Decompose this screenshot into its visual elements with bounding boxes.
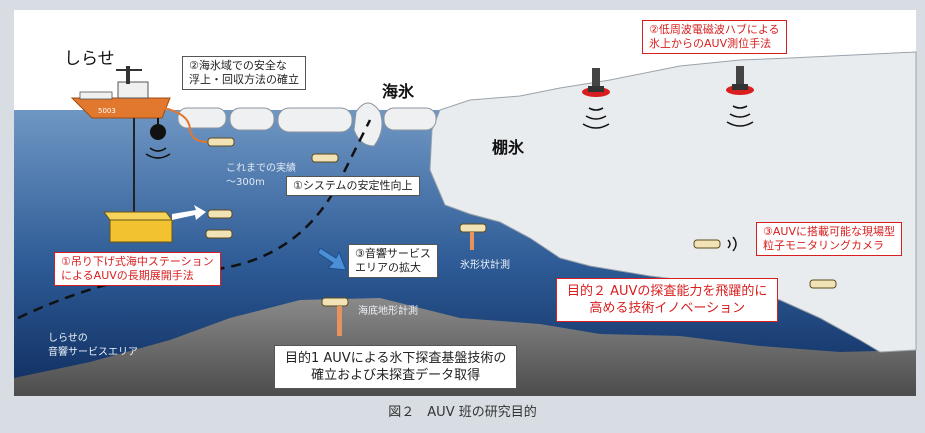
arrow-icon — [317, 247, 347, 271]
hull-number: 5003 — [98, 107, 116, 115]
particle-camera-box: ③AUVに搭載可能な現場型 粒子モニタリングカメラ — [756, 222, 902, 256]
em-positioning-box: ②低周波電磁波ハブによる 氷上からのAUV測位手法 — [642, 20, 787, 54]
service-area-label: しらせの 音響サービスエリア — [48, 333, 138, 358]
previous-range-label: これまでの実績 ～300m — [226, 163, 296, 188]
hanging-station-box: ①吊り下げ式海中ステーション によるAUVの長期展開手法 — [54, 252, 221, 286]
auv-icon — [207, 209, 233, 219]
ice-floe — [177, 107, 227, 129]
hub-icon — [582, 68, 610, 97]
acoustic-expand-box: ③音響サービス エリアの拡大 — [348, 244, 438, 278]
sea-ice-label: 海氷 — [382, 82, 415, 101]
goal1-box: 目的1 AUVによる氷下探査基盤技術の 確立および未探査データ取得 — [274, 345, 518, 389]
ice-shape-beam — [470, 232, 474, 250]
service-area-boundary — [17, 119, 372, 320]
seafloor-beam — [337, 306, 342, 336]
auv-icon — [459, 223, 487, 233]
auv-icon — [321, 297, 349, 307]
hub-icon — [726, 66, 754, 95]
signal-icon — [582, 107, 610, 129]
safe-recovery-box: ②海氷域での安全な 浮上・回収方法の確立 — [182, 56, 306, 90]
station-icon — [103, 211, 173, 243]
orange-cable — [163, 107, 209, 143]
signal-icon — [727, 236, 737, 252]
ship-name-label: しらせ — [64, 49, 115, 69]
ice-floe — [229, 107, 275, 131]
ship-icon — [70, 66, 171, 119]
ice-shape-label: 氷形状計測 — [460, 260, 510, 271]
seafloor-survey-label: 海底地形計測 — [358, 306, 418, 317]
ice-shelf-label: 棚氷 — [492, 138, 525, 157]
ice-shelf — [429, 51, 917, 353]
auv-group — [205, 137, 837, 307]
goal2-box: 目的２ AUVの探査能力を飛躍的に 高める技術イノベーション — [556, 278, 779, 322]
auv-icon — [205, 229, 233, 239]
auv-icon — [207, 137, 235, 147]
ice-floe — [277, 107, 353, 133]
figure-caption: 図２ AUV 班の研究目的 — [388, 405, 537, 420]
auv-icon — [311, 153, 339, 163]
signal-icon — [726, 105, 754, 127]
arrow-icon — [172, 205, 206, 220]
stability-box: ①システムの安定性向上 — [286, 176, 420, 196]
signal-icon — [145, 147, 171, 159]
auv-icon — [809, 279, 837, 289]
hydrophone-icon — [150, 124, 166, 140]
ice-floe — [383, 107, 437, 131]
auv-icon — [693, 239, 721, 249]
